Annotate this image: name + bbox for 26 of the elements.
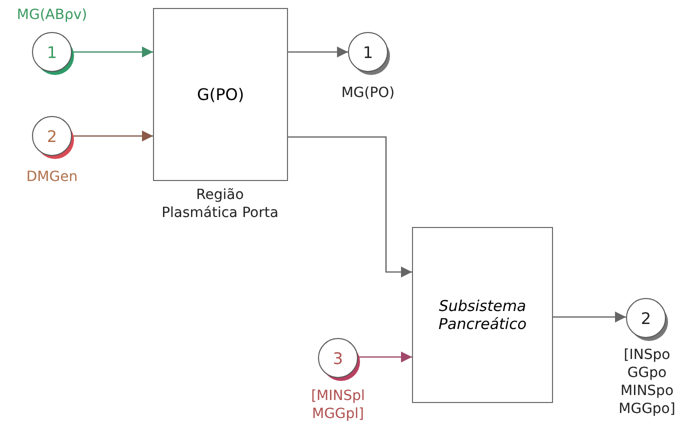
arrow (72, 130, 153, 142)
arrow (288, 136, 412, 278)
arrow (358, 352, 412, 362)
port-circle (318, 338, 358, 378)
block-title: G(PO) (196, 85, 244, 104)
block-box (153, 8, 288, 181)
signal-label: [INSpo GGpo MINSpo MGGpo] (618, 346, 676, 418)
port-number: 1 (362, 42, 374, 62)
arrow (288, 46, 348, 58)
port-number: 1 (46, 42, 58, 62)
port-circle (32, 32, 72, 72)
signal-label: MG(ABρv) (16, 6, 88, 24)
block-box (412, 227, 553, 403)
port-number: 3 (332, 348, 344, 368)
signal-label: [MINSpl MGGpl] (310, 387, 366, 423)
port-number: 2 (46, 126, 58, 146)
block-title: Subsistema Pancreático (437, 297, 528, 333)
signal-label: DMGen (25, 168, 79, 186)
arrow (553, 312, 626, 322)
port-circle (32, 116, 72, 156)
arrow (72, 46, 153, 58)
port-circle (626, 298, 666, 338)
port-circle (348, 32, 388, 72)
port-number: 2 (640, 308, 652, 328)
block-caption: Região Plasmática Porta (160, 186, 280, 222)
signal-label: MG(PO) (340, 84, 396, 102)
